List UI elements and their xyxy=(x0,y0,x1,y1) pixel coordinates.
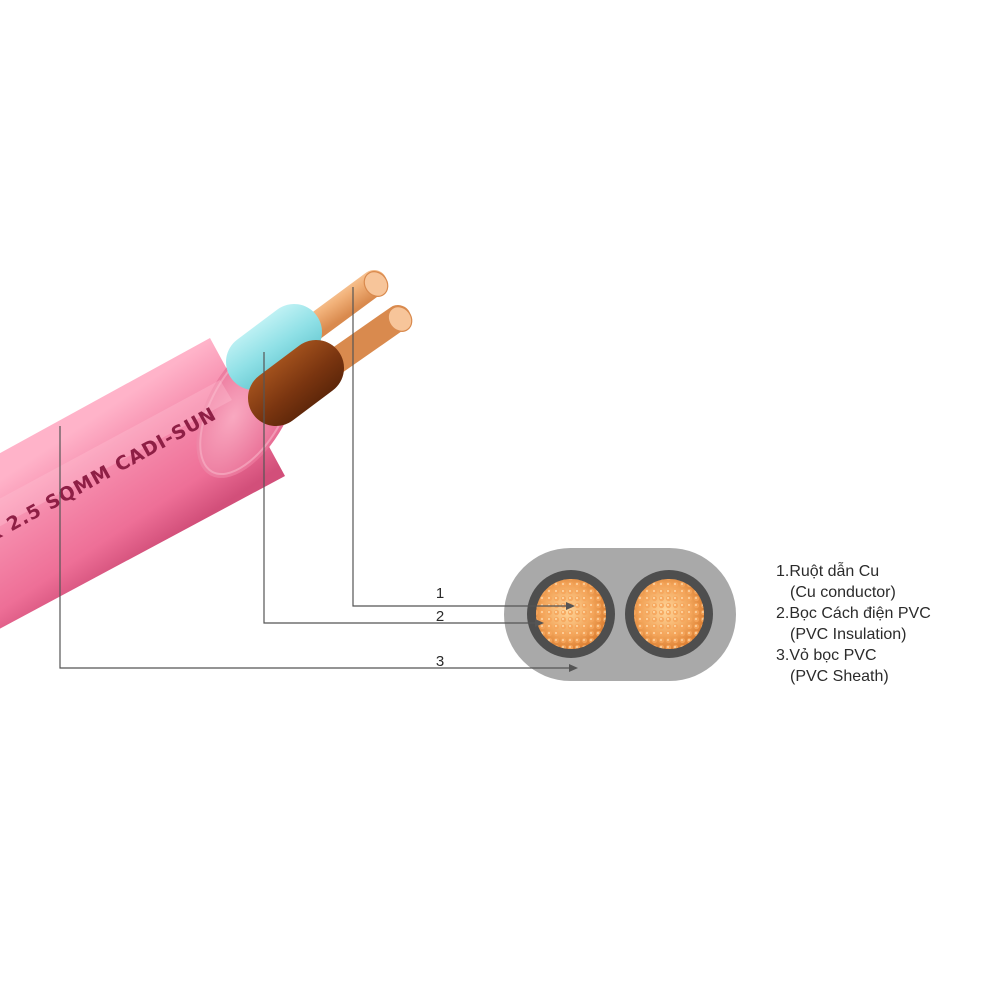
legend-subtitle: (PVC Insulation) xyxy=(790,626,907,643)
legend: 1.Ruột dẫn Cu (Cu conductor) 2.Bọc Cách … xyxy=(776,561,996,687)
insulation-brown-core xyxy=(248,340,344,426)
leader-label-2: 2 xyxy=(436,608,444,625)
leader-label-3: 3 xyxy=(436,653,444,670)
leader-lines xyxy=(59,287,574,669)
leader-arrowheads xyxy=(535,602,578,672)
leader-line-1 xyxy=(352,287,571,607)
legend-title: 3.Vỏ bọc PVC xyxy=(776,647,877,664)
cross-section xyxy=(504,548,736,681)
legend-item-insulation: 2.Bọc Cách điện PVC (PVC Insulation) xyxy=(776,603,996,645)
leader-line-3 xyxy=(59,426,574,669)
legend-item-conductor: 1.Ruột dẫn Cu (Cu conductor) xyxy=(776,561,996,603)
insulation-blue-core xyxy=(226,304,322,390)
legend-subtitle: (PVC Sheath) xyxy=(790,668,889,685)
legend-subtitle: (Cu conductor) xyxy=(790,584,896,601)
legend-title: 2.Bọc Cách điện PVC xyxy=(776,605,931,622)
legend-title: 1.Ruột dẫn Cu xyxy=(776,563,880,580)
leader-line-2 xyxy=(263,352,540,624)
legend-item-sheath: 3.Vỏ bọc PVC (PVC Sheath) xyxy=(776,645,996,687)
leader-label-1: 1 xyxy=(436,585,444,602)
